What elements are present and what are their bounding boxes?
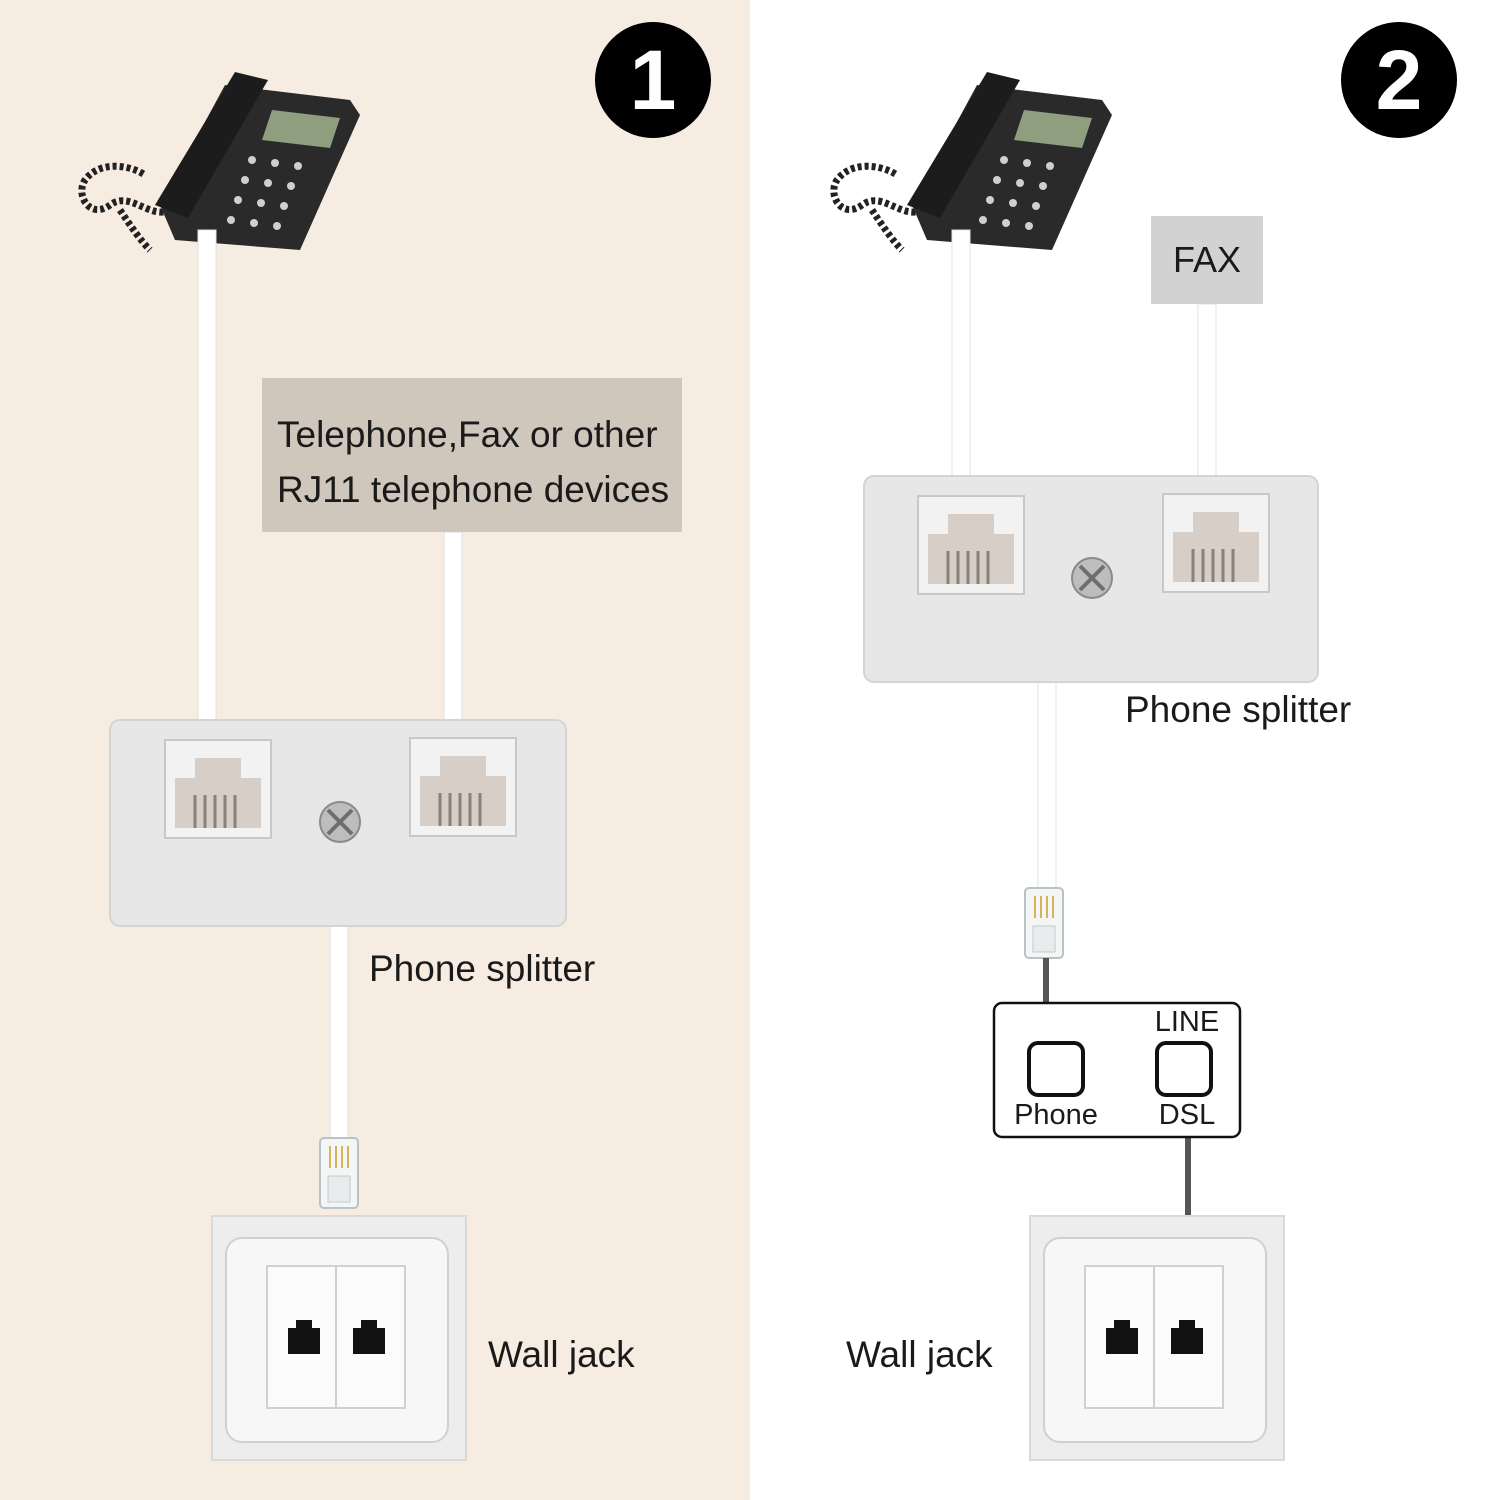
phone-splitter [863, 475, 1319, 683]
wall-jack [1029, 1215, 1285, 1461]
phone-splitter [109, 719, 567, 927]
filter-line-label: LINE [1155, 1006, 1219, 1038]
wall-jack [211, 1215, 467, 1461]
devices-box-line-2: RJ11 telephone devices [277, 469, 670, 510]
phone-icon [834, 72, 1112, 250]
cable [443, 531, 463, 723]
dsl-filter: LINE Phone DSL [992, 1001, 1242, 1139]
cable [1197, 303, 1217, 481]
fax-box: FAX [1151, 216, 1263, 304]
cable [951, 229, 971, 481]
rj11-plug [319, 1137, 359, 1209]
splitter-label: Phone splitter [1125, 689, 1352, 730]
filter-phone-label: Phone [1014, 1099, 1098, 1131]
rj11-plug [1024, 887, 1064, 959]
splitter-label: Phone splitter [369, 948, 596, 989]
walljack-label: Wall jack [846, 1334, 993, 1375]
step-badge-1: 1 [595, 22, 711, 138]
cable [329, 924, 349, 1141]
phone-icon [82, 72, 360, 250]
devices-box-line-1: Telephone,Fax or other [277, 414, 658, 455]
line-port-icon [1155, 1041, 1213, 1097]
filter-dsl-label: DSL [1159, 1099, 1215, 1131]
step-badge-2: 2 [1341, 22, 1457, 138]
cable [1037, 681, 1057, 893]
cable [197, 229, 217, 723]
phone-port-icon [1027, 1041, 1085, 1097]
walljack-label: Wall jack [488, 1334, 635, 1375]
devices-box: Telephone,Fax or other RJ11 telephone de… [262, 378, 682, 532]
